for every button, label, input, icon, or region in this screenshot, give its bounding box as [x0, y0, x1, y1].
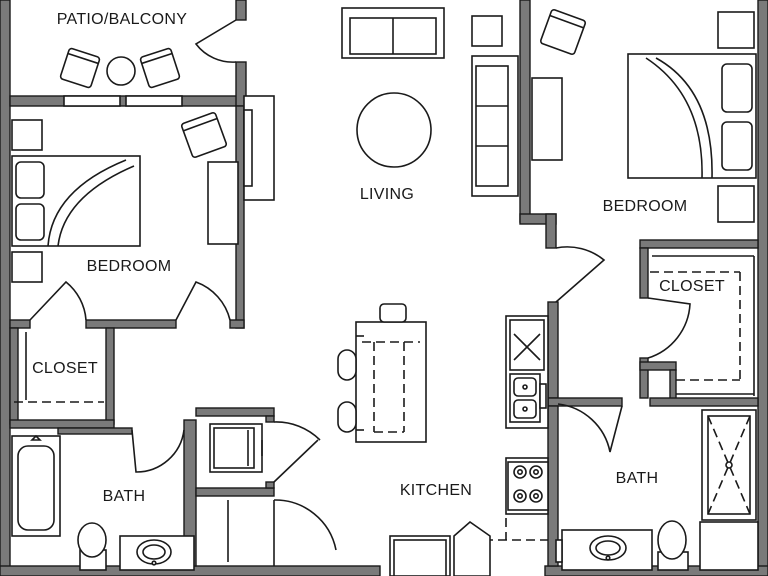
label-bedroom-left: BEDROOM — [87, 258, 172, 275]
living-furniture — [341, 7, 606, 303]
kitchen-fixtures — [337, 303, 549, 576]
left-bath-fixtures — [11, 429, 195, 571]
right-bath-fixtures — [555, 403, 759, 571]
right-closet-fixtures — [647, 255, 755, 396]
label-living: LIVING — [360, 186, 414, 203]
label-kitchen: KITCHEN — [400, 482, 472, 499]
label-bedroom-right: BEDROOM — [603, 198, 688, 215]
room-labels: PATIO/BALCONY LIVING BEDROOM BEDROOM CLO… — [32, 11, 725, 505]
label-closet-left: CLOSET — [32, 360, 98, 377]
right-bedroom-furniture — [531, 8, 757, 223]
label-bath-left: BATH — [103, 488, 146, 505]
left-bedroom-furniture — [11, 95, 275, 321]
patio-furniture — [59, 19, 237, 107]
label-closet-right: CLOSET — [659, 278, 725, 295]
label-bath-right: BATH — [616, 470, 659, 487]
interior-walls — [9, 0, 759, 567]
laundry-fixtures — [209, 421, 337, 566]
left-closet-fixtures — [14, 332, 104, 403]
label-patio-balcony: PATIO/BALCONY — [57, 11, 187, 28]
